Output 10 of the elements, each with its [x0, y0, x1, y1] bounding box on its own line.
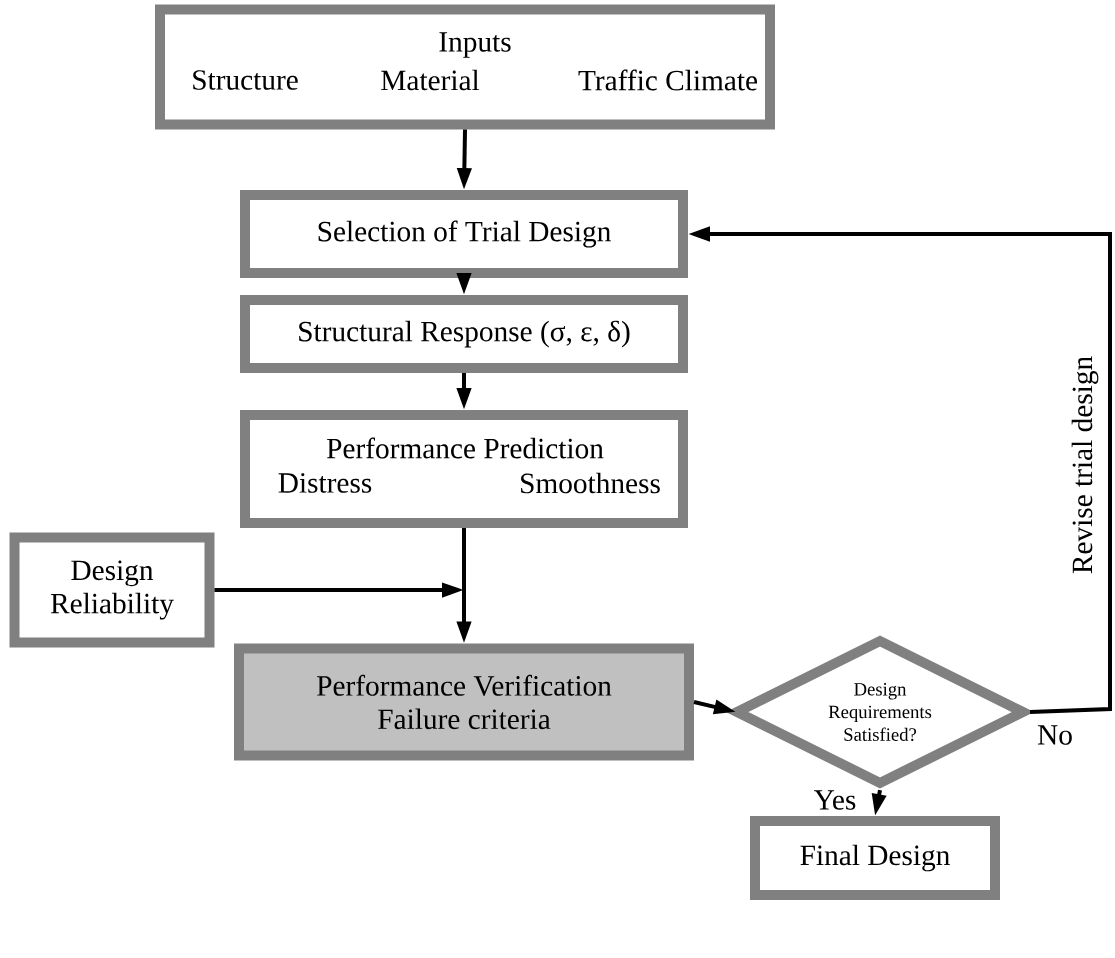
side-label: Revise trial design [1071, 356, 1099, 574]
edge-label: Yes [812, 788, 858, 812]
process-box: Inputs Structure Material Traffic Climate [155, 4, 775, 130]
process-box: Performance Verification Failure criteria [234, 643, 694, 761]
process-box: Design Reliability [9, 532, 215, 648]
edge-label: No [1035, 723, 1075, 747]
process-box: Selection of Trial Design [240, 190, 688, 278]
process-box: Performance Prediction Distress Smoothness [240, 410, 688, 528]
process-box: Structural Response (σ, ε, δ) [240, 295, 688, 373]
process-box: Final Design [750, 816, 1000, 900]
